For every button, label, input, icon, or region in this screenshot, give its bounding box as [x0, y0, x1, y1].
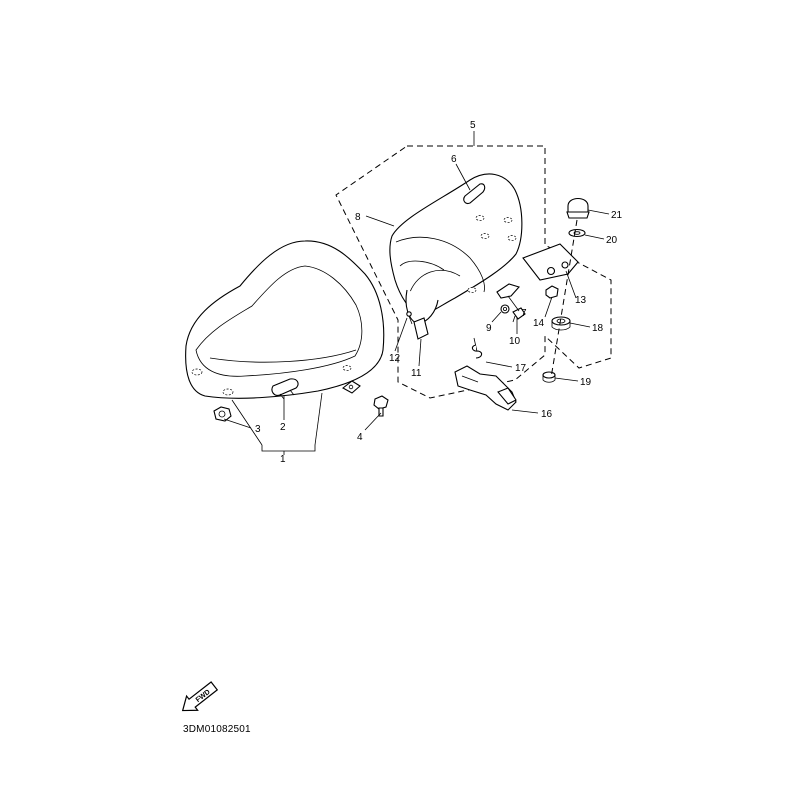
callout-14: 14 [533, 318, 545, 329]
callout-5: 5 [470, 120, 476, 131]
callout-16: 16 [541, 409, 553, 420]
part-17-spring [471, 337, 483, 359]
callout-20: 20 [606, 235, 618, 246]
callout-labels: 1 2 3 4 5 6 7 8 9 10 11 12 13 14 16 17 1… [255, 120, 623, 465]
backrest-tab [463, 183, 486, 204]
part-10-screw [512, 307, 526, 323]
callout-13: 13 [575, 295, 587, 306]
part-21-cap-nut [566, 197, 590, 219]
callout-4: 4 [357, 432, 363, 443]
callout-11: 11 [411, 368, 422, 379]
assembly-axis [550, 219, 578, 379]
callout-8: 8 [355, 212, 361, 223]
callout-17: 17 [515, 363, 527, 374]
part-12-pin [406, 311, 413, 325]
callout-19: 19 [580, 377, 592, 388]
callout-9: 9 [486, 323, 492, 334]
part-4-bolt [342, 380, 389, 417]
callout-21: 21 [611, 210, 623, 221]
drawing-number: 3DM01082501 [183, 724, 251, 735]
callout-7: 7 [521, 308, 527, 319]
part-19-collar [542, 371, 556, 383]
callout-6: 6 [451, 154, 457, 165]
leader-lines [223, 131, 610, 455]
assembly-boundary [335, 145, 612, 399]
part-11-bracket [413, 317, 429, 340]
seat-bracket [271, 378, 299, 396]
callout-10: 10 [509, 336, 521, 347]
callout-1: 1 [280, 454, 286, 465]
part-7-clip [496, 283, 520, 299]
part-20-washer [568, 228, 586, 238]
callout-12: 12 [389, 353, 401, 364]
part-13-plate [522, 243, 579, 281]
forward-arrow-icon: FWD [181, 681, 219, 712]
callout-18: 18 [592, 323, 604, 334]
callout-3: 3 [255, 424, 261, 435]
part-9-washer [500, 304, 510, 314]
rider-seat [185, 240, 385, 400]
part-14-nut [545, 285, 559, 299]
passenger-seat [389, 173, 523, 325]
part-16-hinge-bracket [454, 365, 517, 411]
callout-2: 2 [280, 422, 286, 433]
part-3-nut [213, 406, 232, 422]
